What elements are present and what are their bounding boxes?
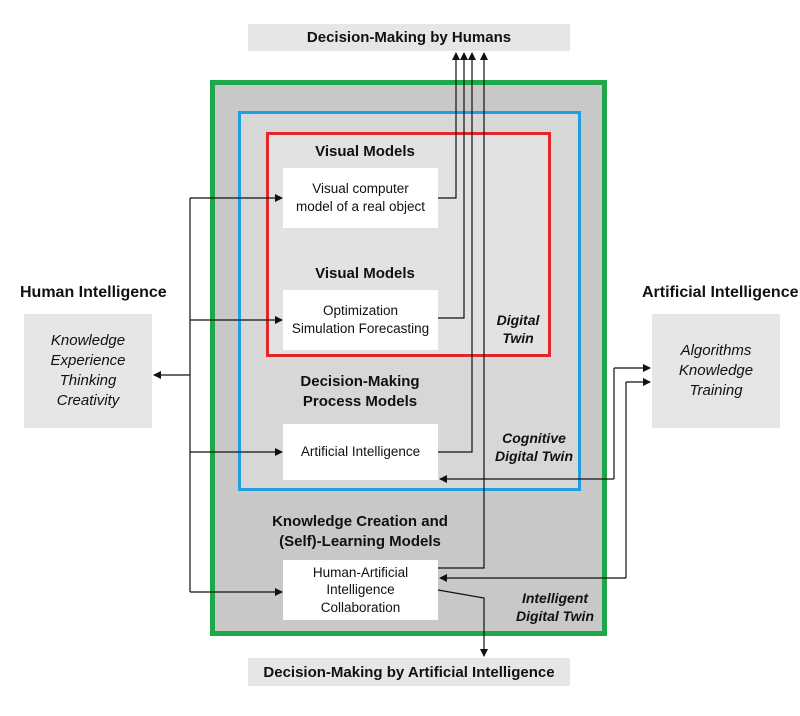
- tag-line: Intelligent: [521, 590, 589, 606]
- box-line: model of a real object: [295, 199, 426, 214]
- title-line: Process Models: [302, 392, 418, 410]
- up-from-ai-process: [438, 52, 476, 453]
- up-from-visual-model-1: [438, 52, 460, 199]
- bottom-banner: Decision-Making by Artificial Intelligen…: [248, 658, 570, 686]
- box-line: Optimization: [322, 303, 399, 319]
- human-item: Thinking: [59, 372, 117, 389]
- title-line: (Self)-Learning Models: [279, 532, 441, 550]
- box-line: Intelligence: [326, 582, 395, 598]
- visual-computer-model-box: Visual computer model of a real object: [283, 168, 438, 228]
- human-item: Experience: [50, 351, 126, 369]
- tag-line: Cognitive: [502, 430, 566, 446]
- up-from-visual-model-2: [438, 52, 468, 319]
- title-line: Decision-Making: [300, 373, 420, 390]
- knowledge-creation-title: Knowledge Creation and (Self)-Learning M…: [240, 512, 480, 551]
- up-from-collaboration: [438, 52, 488, 569]
- box-line: Collaboration: [320, 599, 401, 615]
- title-line: Knowledge Creation and: [272, 513, 448, 530]
- digital-twin-label: Digital Twin: [488, 312, 548, 347]
- visual-models-title: Visual Models: [315, 143, 415, 160]
- optimization-simulation-box: Optimization Simulation Forecasting: [283, 290, 438, 350]
- tag-line: Digital Twin: [494, 447, 574, 464]
- human-intelligence-box: Knowledge Experience Thinking Creativity: [24, 314, 152, 428]
- artificial-intelligence-process-box: Artificial Intelligence: [283, 424, 438, 480]
- artificial-intelligence-title: Artificial Intelligence: [642, 284, 799, 301]
- intelligent-digital-twin-label: Intelligent Digital Twin: [510, 590, 600, 625]
- cognitive-digital-twin-label: Cognitive Digital Twin: [488, 430, 580, 465]
- human-ai-collaboration-box: Human-Artificial Intelligence Collaborat…: [283, 560, 438, 620]
- top-banner: Decision-Making by Humans: [248, 24, 570, 51]
- box-line: Visual computer: [312, 181, 409, 197]
- ai-item: Algorithms: [680, 341, 752, 359]
- tag-line: Digital Twin: [515, 607, 595, 624]
- decision-making-process-title: Decision-Making Process Models: [270, 372, 450, 411]
- artificial-intelligence-box: Algorithms Knowledge Training: [652, 314, 780, 428]
- box-line: Artificial Intelligence: [300, 444, 421, 460]
- human-intelligence-title: Human Intelligence: [20, 284, 167, 301]
- tag-line: Twin: [502, 329, 534, 346]
- tag-line: Digital: [496, 312, 540, 328]
- human-item: Knowledge: [50, 331, 126, 349]
- ai-item: Training: [689, 382, 743, 400]
- down-to-ai-decision: [437, 589, 488, 657]
- box-line: Human-Artificial: [312, 564, 409, 580]
- visual-models-title: Visual Models: [315, 265, 415, 282]
- ai-item: Knowledge: [678, 361, 754, 379]
- box-line: Simulation Forecasting: [291, 321, 430, 336]
- human-item: Creativity: [56, 392, 120, 410]
